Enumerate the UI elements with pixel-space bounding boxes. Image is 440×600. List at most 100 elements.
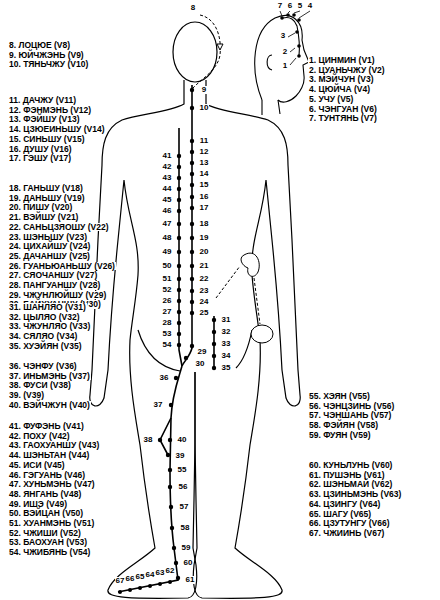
- point-name: 54. ЧЖИБЯНЬ (V54): [8, 548, 91, 557]
- point-name: 44. ШЭНЬТАН (V44): [8, 451, 90, 460]
- callout-number: 28: [162, 319, 173, 327]
- point-name: 22. САНЬЦЗЯОШУ (V22): [8, 223, 110, 232]
- callout-number: 12: [199, 148, 210, 156]
- callout-number: 35: [221, 364, 232, 372]
- body-half-outline: [193, 80, 300, 598]
- callout-number: 13: [199, 159, 210, 167]
- point-name: 15. СИНЬШУ (V15): [8, 135, 86, 144]
- point-name: 12. ФЭНМЭНЬ (V12): [8, 106, 92, 115]
- head-profile: [255, 15, 309, 115]
- point-name: 55. ХЭЯН (V55): [308, 392, 371, 401]
- callout-number: 52: [162, 286, 173, 294]
- callout-number: 45: [162, 196, 173, 204]
- point-name: 5. УЧУ (V5): [308, 95, 354, 104]
- point-name: 24. ЦИХАЙШУ (V24): [8, 242, 91, 251]
- callout-number: 44: [162, 185, 173, 193]
- callout-number: 4: [307, 2, 313, 10]
- point-name: 2. ЦУАНЬЧЖУ (V2): [308, 66, 386, 75]
- point-name: 3. МЭЙЧУН (V3): [308, 75, 375, 84]
- callout-number: 37: [153, 401, 164, 409]
- organ-sketch: [217, 44, 273, 343]
- point-name: 42. ПОХУ (V42): [8, 432, 71, 441]
- callout-number: 19: [199, 234, 210, 242]
- callout-number: 23: [199, 287, 210, 295]
- leader-line: [280, 11, 310, 65]
- callout-number: 2: [282, 48, 288, 56]
- buttock-line: [138, 330, 180, 371]
- point-name: 16. ДУШУ (V16): [8, 145, 73, 154]
- callout-number: 49: [162, 248, 173, 256]
- point-name: 13. ФЭЙШУ (V13): [8, 115, 81, 124]
- callout-number: 53: [162, 330, 173, 338]
- callout-number: 56: [178, 483, 189, 491]
- point-name: 40. ВЭЙЧЖУН (V40): [8, 401, 91, 410]
- point-name: 36. ЧЭНФУ (V36): [8, 362, 78, 371]
- callout-number: 57: [179, 503, 190, 511]
- callout-number: 30: [195, 360, 206, 368]
- point-name: 63. ЦЗИНЬМЭНЬ (V63): [308, 490, 402, 499]
- callout-number: 64: [145, 571, 156, 579]
- point-name: 41. ФУФЭНЬ (V41): [8, 422, 85, 431]
- callout-number: 10: [199, 104, 210, 112]
- callout-number: 33: [221, 340, 232, 348]
- point-name: 10. ТЯНЬЧЖУ (V10): [8, 60, 89, 69]
- point-name: 31. ШАНЛЯО (V31): [8, 303, 87, 312]
- point-name: 34. СЯЛЯО (V34): [8, 332, 78, 341]
- point-name: 21. ВЭЙШУ (V21): [8, 213, 79, 222]
- callout-number: 61: [185, 576, 196, 584]
- callout-number: 51: [162, 275, 173, 283]
- callout-number: 59: [181, 544, 192, 552]
- callout-number: 8: [190, 4, 196, 12]
- point-name: 9. ЮЙЧЖЭНЬ (V9): [8, 51, 85, 60]
- callout-number: 11: [199, 137, 209, 145]
- callout-number: 25: [199, 309, 210, 317]
- point-name: 1. ЦИНМИН (V1): [308, 56, 376, 65]
- point-name: 7. ТУНТЯНЬ (V7): [308, 114, 378, 123]
- point-name: 38. ФУСИ (V38): [8, 381, 72, 390]
- callout-number: 18: [199, 220, 210, 228]
- callout-number: 27: [162, 308, 173, 316]
- callout-number: 32: [221, 328, 232, 336]
- point-name: 53. БАОХУАН (V53): [8, 538, 88, 547]
- point-name: 46. ГЭГУАНЬ (V46): [8, 471, 86, 480]
- point-name: 62. ШЭНЬМАЙ (V62): [308, 480, 393, 489]
- callout-number: 67: [115, 577, 126, 585]
- callout-number: 5: [297, 2, 303, 10]
- callout-number: 42: [162, 163, 173, 171]
- buttock-line: [236, 330, 252, 368]
- point-name: 57. ЧЭНШАНЬ (V57): [308, 411, 392, 420]
- callout-number: 41: [162, 152, 173, 160]
- callout-number: 6: [287, 2, 293, 10]
- callout-number: 24: [199, 298, 210, 306]
- callout-number: 50: [162, 262, 173, 270]
- callout-number: 60: [183, 559, 194, 567]
- callout-number: 47: [162, 220, 173, 228]
- point-name: 50. ВЭЙЦАН (V50): [8, 509, 84, 518]
- point-name: 61. ПУШЭНЬ (V61): [308, 471, 386, 480]
- point-name: 4. ЦЮЙЧА (V4): [308, 85, 371, 94]
- point-name: 8. ЛОЦЮЕ (V8): [8, 41, 71, 50]
- callout-number: 43: [162, 174, 173, 182]
- callout-number: 39: [175, 452, 186, 460]
- ear-line: [267, 55, 272, 70]
- callout-number: 36: [159, 374, 170, 382]
- point-name: 67. ЧЖИИНЬ (V67): [308, 529, 385, 538]
- point-name: 60. КУНЬЛУНЬ (V60): [308, 461, 393, 470]
- point-name: 18. ГАНЬШУ (V18): [8, 184, 84, 193]
- point-name: 48. ЯНГАНЬ (V48): [8, 490, 82, 499]
- point-name: 28. ПАНГУАНШУ (V28): [8, 281, 101, 290]
- point-name: 32. ЦЫЛЯО (V32): [8, 313, 81, 322]
- point-name: 25. ДАЧАНШУ (V25): [8, 252, 91, 261]
- callout-number: 17: [199, 204, 210, 212]
- callout-number: 7: [277, 2, 283, 10]
- callout-number: 14: [199, 170, 210, 178]
- callout-number: 15: [199, 181, 210, 189]
- body-outline: [90, 22, 300, 598]
- point-name: 26. ГУАНЬЮАНЬШУ (V26): [8, 262, 116, 271]
- point-name: 27. СЯОЧАНШУ (V27): [8, 271, 98, 280]
- point-name: 58. ФЭЙЯН (V58): [308, 421, 379, 430]
- callout-number: 1: [282, 62, 288, 70]
- point-name: 6. ЧЭНГУАН (V6): [308, 105, 378, 114]
- meridian-line: [118, 85, 214, 592]
